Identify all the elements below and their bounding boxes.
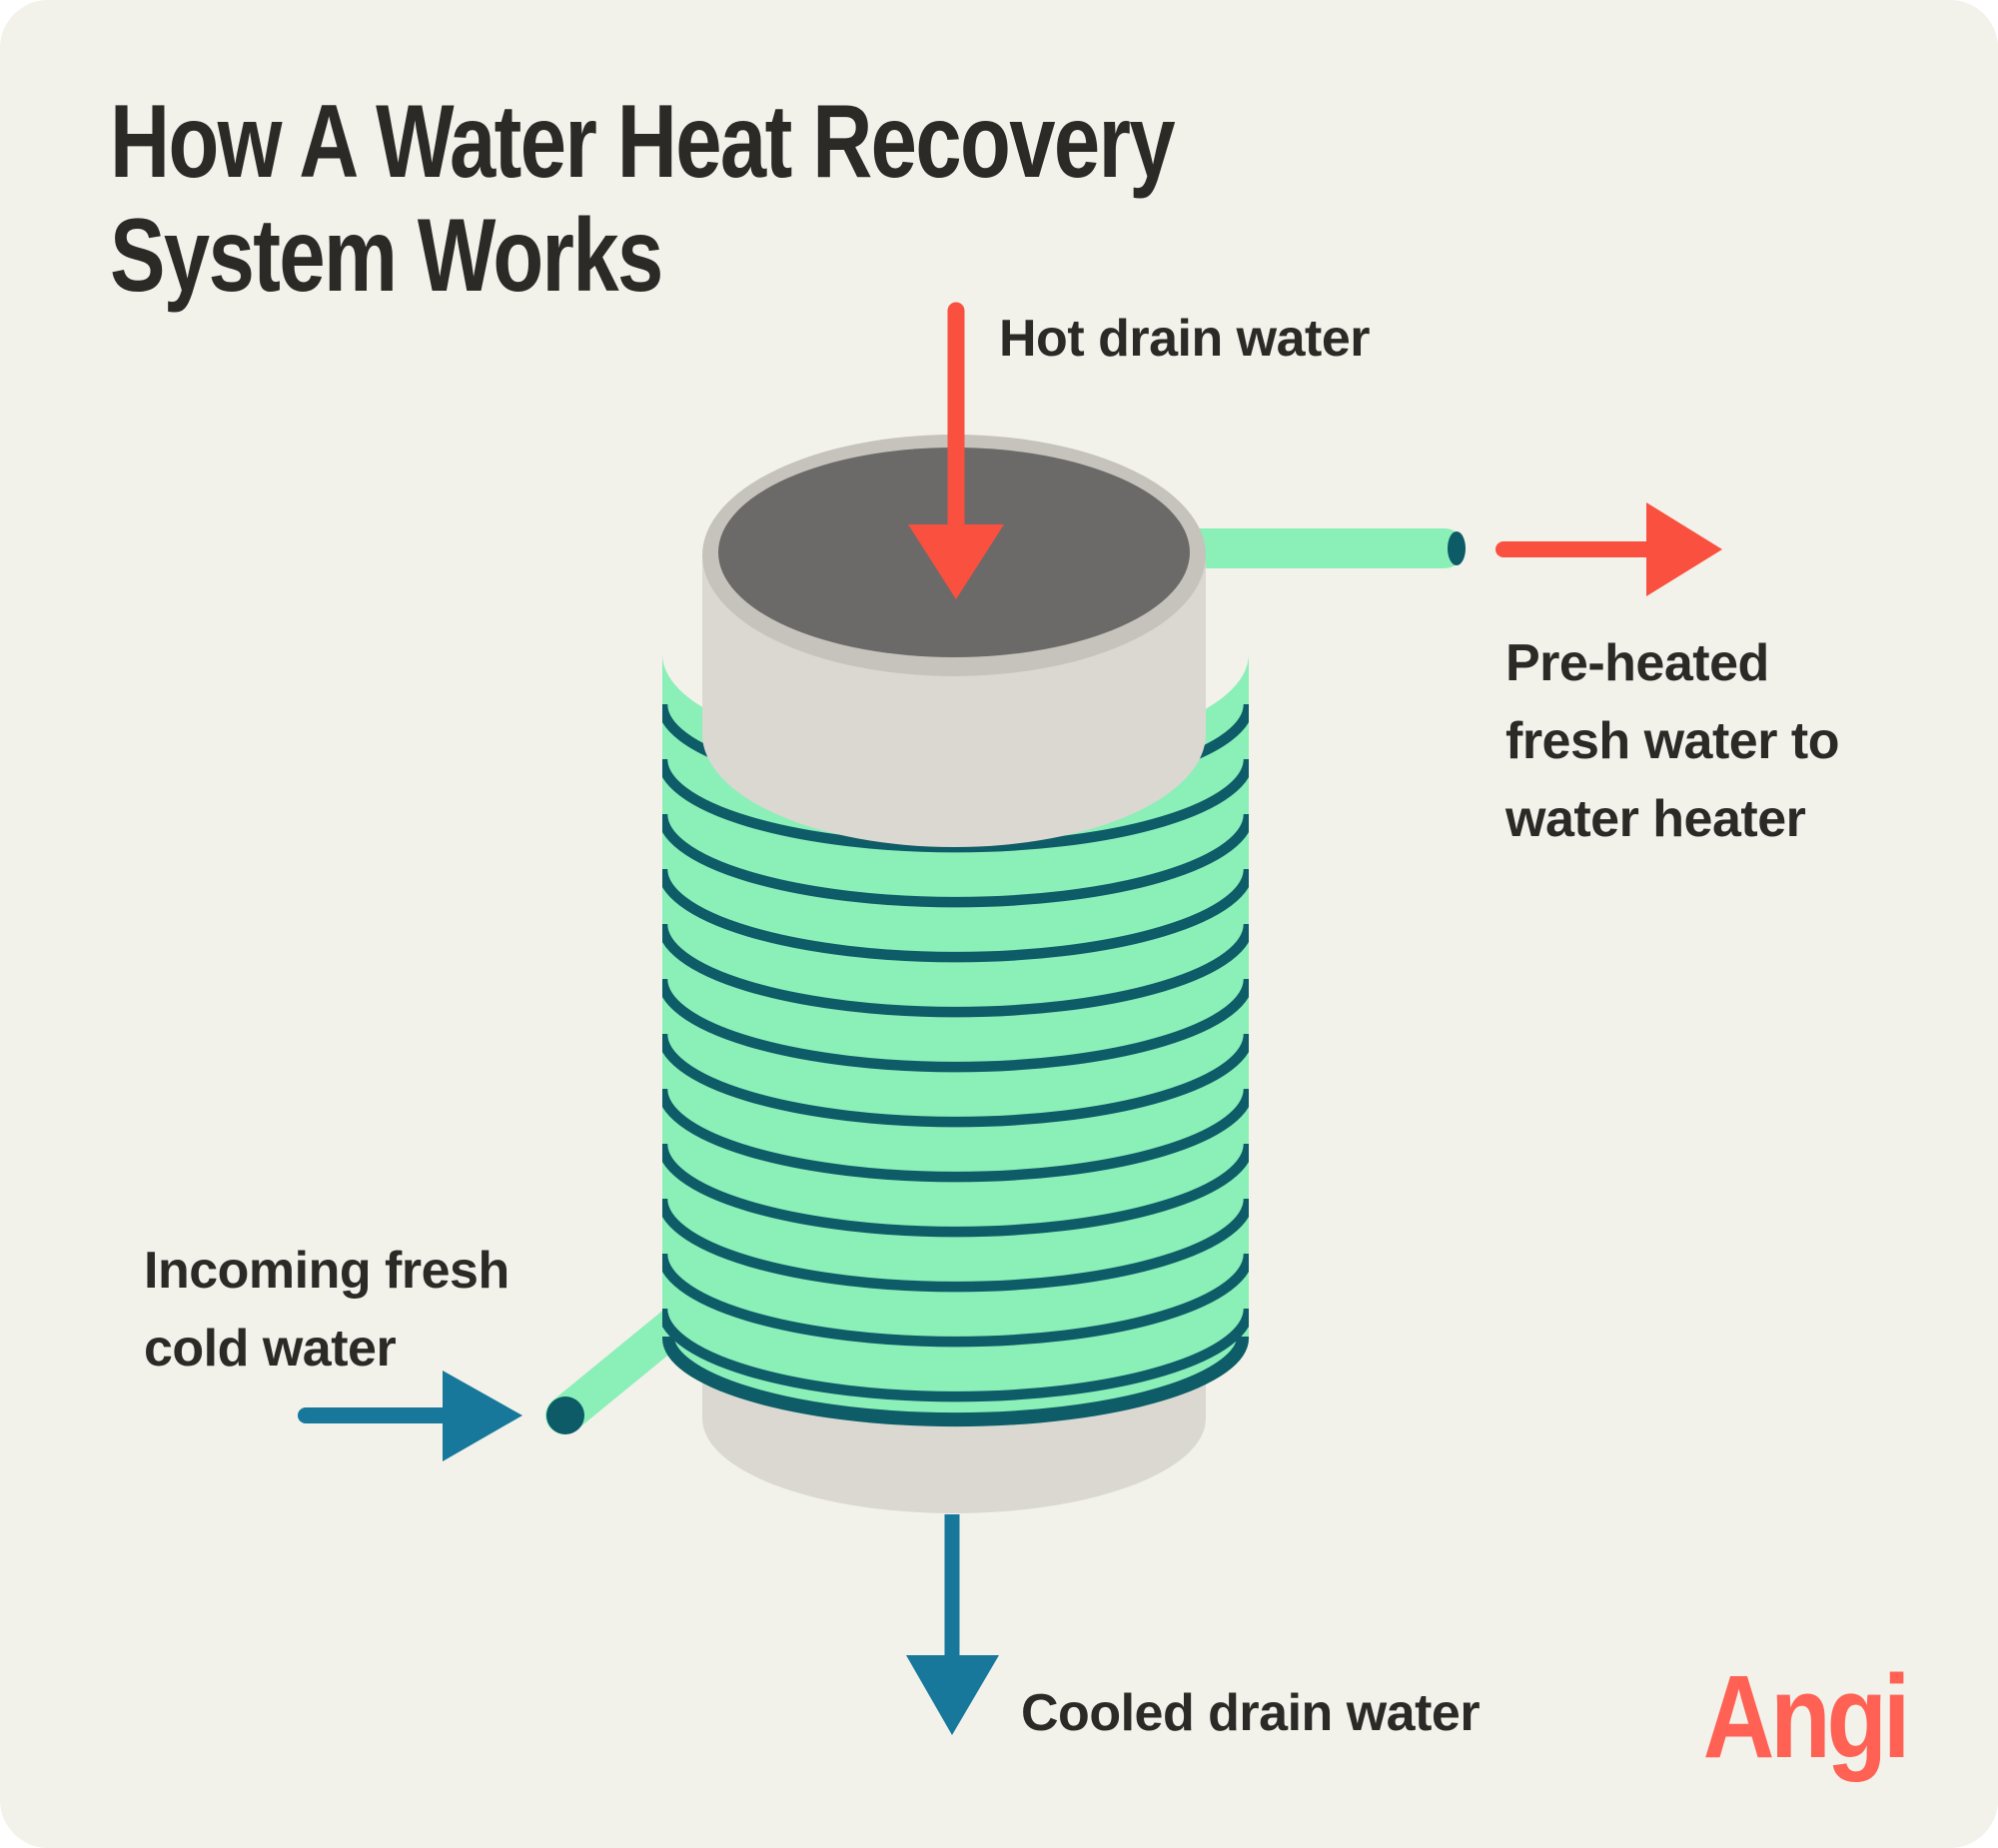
coil-ring <box>662 978 1249 1073</box>
label-incoming-fresh-cold-water: Incoming fresh cold water <box>144 1232 509 1387</box>
label-pre-heated-line2: fresh water to <box>1505 712 1839 770</box>
angi-logo: Angi <box>1702 1651 1911 1783</box>
preheated-right-arrow-icon <box>1496 502 1722 596</box>
coil-ring <box>662 1088 1249 1183</box>
coil-ring <box>662 813 1249 908</box>
coil-ring <box>662 923 1249 1018</box>
label-hot-drain-water: Hot drain water <box>999 310 1371 368</box>
page-title-line1: How A Water Heat Recovery <box>110 84 1176 200</box>
cooled-outflow-down-arrow-icon <box>906 1514 999 1735</box>
label-pre-heated-line3: water heater <box>1505 790 1806 848</box>
outlet-pipe-opening <box>1448 531 1466 565</box>
heat-exchange-coil <box>662 654 1249 1427</box>
cylinder-upper-body <box>702 555 1206 847</box>
page-title-line2: System Works <box>110 198 663 315</box>
inlet-pipe-opening <box>546 1396 584 1434</box>
label-pre-heated-line1: Pre-heated <box>1505 634 1769 692</box>
label-incoming-line2: cold water <box>144 1320 397 1378</box>
outlet-pipe <box>1149 528 1466 568</box>
coil-ring <box>662 758 1249 853</box>
coil-ring <box>662 868 1249 963</box>
label-pre-heated: Pre-heated fresh water to water heater <box>1505 624 1839 858</box>
coil-ring <box>662 1143 1249 1238</box>
coil-ring <box>662 1308 1249 1402</box>
label-incoming-line1: Incoming fresh <box>144 1242 509 1300</box>
hot-drain-down-arrow-icon <box>908 302 1004 599</box>
coil-ring <box>662 1198 1249 1293</box>
cold-inflow-right-arrow-icon <box>298 1371 522 1461</box>
label-cooled-drain-water: Cooled drain water <box>1021 1684 1481 1742</box>
coil-ring <box>662 1033 1249 1128</box>
page-title: How A Water Heat Recovery System Works <box>110 84 1176 315</box>
coil-ring <box>662 1253 1249 1348</box>
coil-bottom-edge <box>662 1336 1249 1427</box>
